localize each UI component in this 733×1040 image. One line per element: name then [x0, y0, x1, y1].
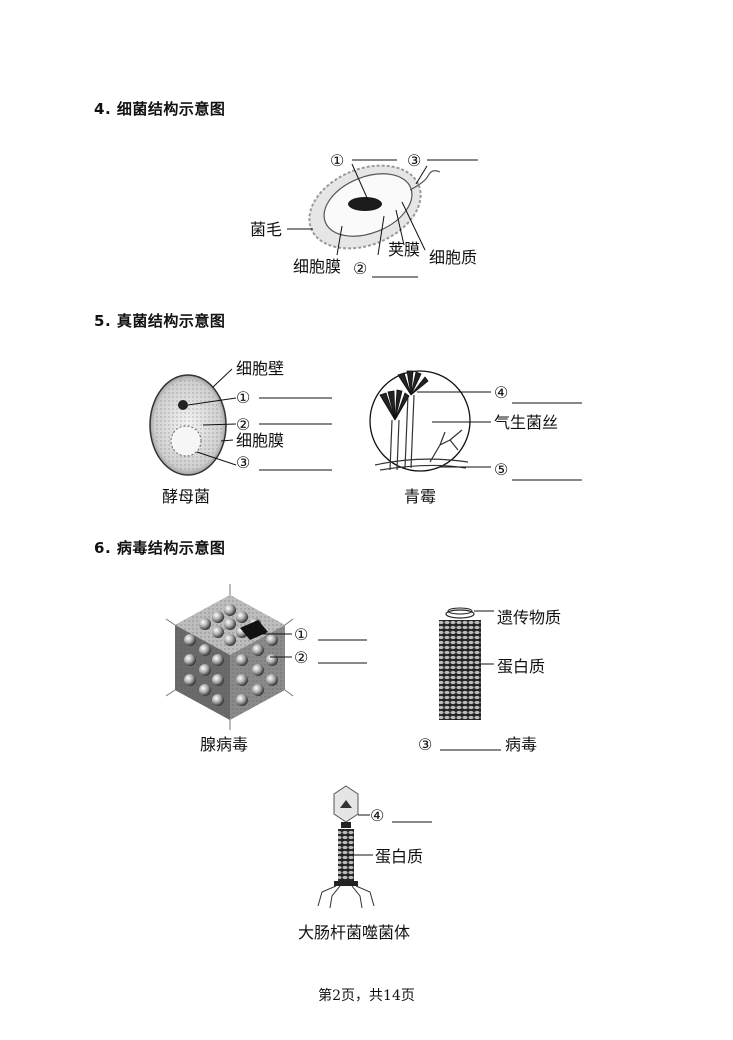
penicillium-marker-4: ④ — [494, 383, 508, 402]
label-rod-protein: 蛋白质 — [497, 657, 545, 676]
nucleus — [178, 400, 188, 410]
label-aerial-hyphae: 气生菌丝 — [494, 413, 558, 432]
caption-phage: 大肠杆菌噬菌体 — [298, 923, 410, 942]
bacteria-diagram: ① ③ 菌毛 荚膜 细胞膜 细胞质 ② — [250, 150, 478, 278]
label-genetic-material: 遗传物质 — [497, 608, 561, 627]
label-capsule: 荚膜 — [388, 240, 420, 259]
yeast-marker-1: ① — [236, 388, 250, 407]
page-footer: 第2页，共14页 — [0, 985, 733, 1005]
label-cytoplasm: 细胞质 — [429, 248, 477, 267]
caption-yeast: 酵母菌 — [162, 487, 210, 506]
yeast-diagram: 细胞壁 ① ② 细胞膜 ③ 酵母菌 — [150, 359, 332, 506]
adenovirus-marker-2: ② — [294, 648, 308, 667]
label-yeast-membrane: 细胞膜 — [236, 431, 284, 450]
bacteria-marker-2: ② — [353, 259, 367, 278]
bacteria-marker-1: ① — [330, 151, 344, 170]
caption-penicillium: 青霉 — [404, 487, 436, 506]
label-cell-wall: 细胞壁 — [236, 359, 284, 378]
bacteriophage-diagram: ④ 蛋白质 大肠杆菌噬菌体 — [298, 786, 432, 942]
label-cell-membrane: 细胞膜 — [293, 257, 341, 276]
phage-marker-4: ④ — [370, 806, 384, 825]
rod-capsid — [439, 620, 481, 720]
bacteria-marker-3: ③ — [407, 151, 421, 170]
yeast-marker-3: ③ — [236, 453, 250, 472]
nucleoid — [348, 197, 382, 211]
rod-virus-diagram: 遗传物质 蛋白质 ③ 病毒 — [418, 608, 561, 754]
tail-fibers — [318, 886, 374, 908]
vacuole — [171, 426, 201, 456]
adenovirus-marker-1: ① — [294, 625, 308, 644]
label-flagella: 菌毛 — [250, 220, 282, 239]
phage-tail — [338, 829, 354, 881]
rod-virus-suffix: 病毒 — [505, 735, 537, 754]
caption-adenovirus: 腺病毒 — [200, 735, 248, 754]
adenovirus-diagram: ① ② 腺病毒 — [166, 584, 367, 754]
rod-virus-marker-3: ③ — [418, 735, 432, 754]
penicillium-marker-5: ⑤ — [494, 460, 508, 479]
penicillium-diagram: ④ 气生菌丝 ⑤ 青霉 — [370, 371, 582, 506]
label-phage-protein: 蛋白质 — [375, 847, 423, 866]
